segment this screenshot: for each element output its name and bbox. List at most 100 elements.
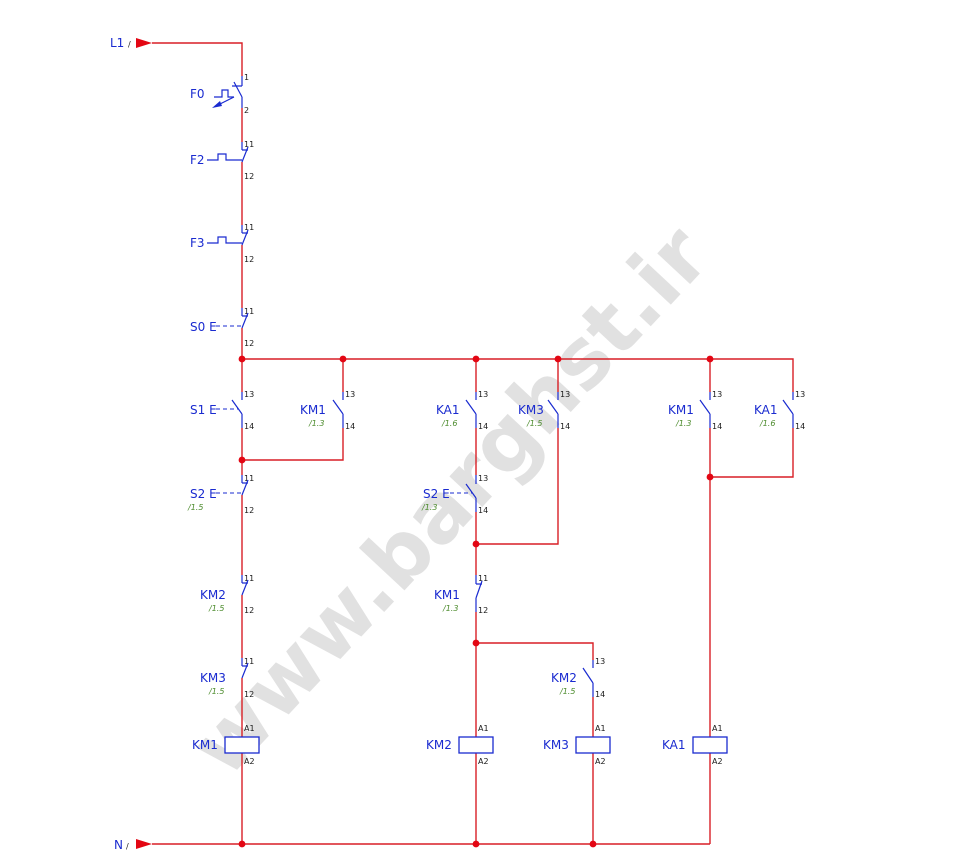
f0-pin-2: 2 [244,106,249,115]
f3-pin-11: 11 [244,223,254,232]
ka1-no-pin-14: 14 [478,422,488,431]
ka1-hold-label: KA1 [754,403,778,417]
f2-thermal-icon [207,153,242,161]
km1-hold-contact-icon [332,392,344,428]
km1-hold-ref: /1.3 [308,419,324,428]
km3-hold-pin-14: 14 [560,422,570,431]
km1-nc-pin-11: 11 [478,574,488,583]
km3-hold-contact-icon [547,392,559,428]
km1-no-ka-pin-14: 14 [712,422,722,431]
km3-nc-contact: KM3 /1.5 11 12 [200,657,254,699]
ka1-no-ref: /1.6 [441,419,457,428]
terminal-n-label: N [114,838,123,852]
ka1-hold-pin-13: 13 [795,390,805,399]
terminal-n-arrow-icon [136,839,152,849]
ka1-hold-pin-14: 14 [795,422,805,431]
km1-no-ka-pin-13: 13 [712,390,722,399]
s2-nc-pin-12: 12 [244,506,254,515]
km1-nc-pin-12: 12 [478,606,488,615]
km2-coil: KM2 A1 A2 [426,724,494,766]
s1-contact-icon [231,392,243,428]
km2-nc-ref: /1.5 [208,604,224,613]
km3-hold-label: KM3 [518,403,544,417]
ka1-no-contact-icon [465,392,477,428]
km2-coil-icon [458,736,494,754]
f3-contact-icon [241,225,249,246]
s2-nc-button: S2 E /1.5 11 12 [187,474,254,515]
f3-thermal-icon [207,236,242,244]
s0-stop-button: S0 E 11 12 [190,307,254,348]
f2-overload-contact: F2 11 12 [190,140,254,181]
km3-nc-pin-11: 11 [244,657,254,666]
s2-no-contact-icon [465,475,477,512]
f0-thermal-icon [214,89,234,98]
km1-coil: KM1 A1 A2 [192,724,260,766]
f2-pin-12: 12 [244,172,254,181]
km2-coil-label: KM2 [426,738,452,752]
terminal-l1-label: L1 [110,36,124,50]
km3-nc-label: KM3 [200,671,226,685]
km3-hold-contact: KM3 /1.5 13 14 [518,390,570,431]
km1-nc-contact: KM1 /1.3 11 12 [434,574,488,615]
s2-nc-contact-icon [241,475,249,496]
ka1-coil: KA1 A1 A2 [662,724,728,766]
km1-coil-label: KM1 [192,738,218,752]
km1-coil-pin-a2: A2 [244,757,255,766]
km1-coil-pin-a1: A1 [244,724,255,733]
km1-nc-ref: /1.3 [442,604,458,613]
f0-contact-icon [232,76,243,108]
km2-no-contact-icon [582,660,594,697]
terminal-l1-arrow-icon [136,38,152,48]
s1-start-button: S1 E 13 14 [190,390,254,431]
ka1-no-pin-13: 13 [478,390,488,399]
s0-pin-11: 11 [244,307,254,316]
s2-no-button: S2 E /1.3 13 14 [421,474,488,515]
s0-pin-12: 12 [244,339,254,348]
f2-contact-icon [241,142,249,163]
s0-label: S0 E [190,320,217,334]
ka1-coil-pin-a2: A2 [712,757,723,766]
km3-nc-contact-icon [241,658,249,679]
terminal-l1: L1 / [110,36,152,50]
km1-nc-label: KM1 [434,588,460,602]
km1-hold-pin-13: 13 [345,390,355,399]
s2-no-ref: /1.3 [421,503,437,512]
km1-no-ka-contact-icon [699,392,711,428]
f3-pin-12: 12 [244,255,254,264]
s2-nc-pin-11: 11 [244,474,254,483]
km3-coil-icon [575,736,611,754]
km1-hold-contact: KM1 /1.3 13 14 [300,390,355,431]
s2-no-pin-13: 13 [478,474,488,483]
km1-no-ka-label: KM1 [668,403,694,417]
f0-overload-contact: F0 1 2 [190,73,249,115]
f0-label: F0 [190,87,205,101]
km1-nc-contact-icon [475,575,483,612]
f2-pin-11: 11 [244,140,254,149]
ka1-coil-icon [692,736,728,754]
km1-no-ka-contact: KM1 /1.3 13 14 [668,390,722,431]
ka1-coil-label: KA1 [662,738,686,752]
km1-hold-label: KM1 [300,403,326,417]
s1-label: S1 E [190,403,217,417]
s2-no-label: S2 E [423,487,450,501]
f3-overload-contact: F3 11 12 [190,223,254,264]
km2-nc-contact-icon [241,575,249,596]
wiring [152,42,794,845]
km3-coil: KM3 A1 A2 [543,724,611,766]
km1-hold-pin-14: 14 [345,422,355,431]
ka1-no-label: KA1 [436,403,460,417]
km2-nc-contact: KM2 /1.5 11 12 [200,574,254,615]
km2-nc-pin-11: 11 [244,574,254,583]
km1-coil-icon [224,736,260,754]
km2-no-pin-14: 14 [595,690,605,699]
s2-nc-ref: /1.5 [187,503,203,512]
f0-pin-1: 1 [244,73,249,82]
s0-contact-icon [241,308,249,329]
terminal-n: N / [114,838,152,852]
km3-coil-pin-a2: A2 [595,757,606,766]
km3-hold-pin-13: 13 [560,390,570,399]
km2-no-contact: KM2 /1.5 13 14 [551,657,605,699]
ka1-coil-pin-a1: A1 [712,724,723,733]
km3-coil-pin-a1: A1 [595,724,606,733]
